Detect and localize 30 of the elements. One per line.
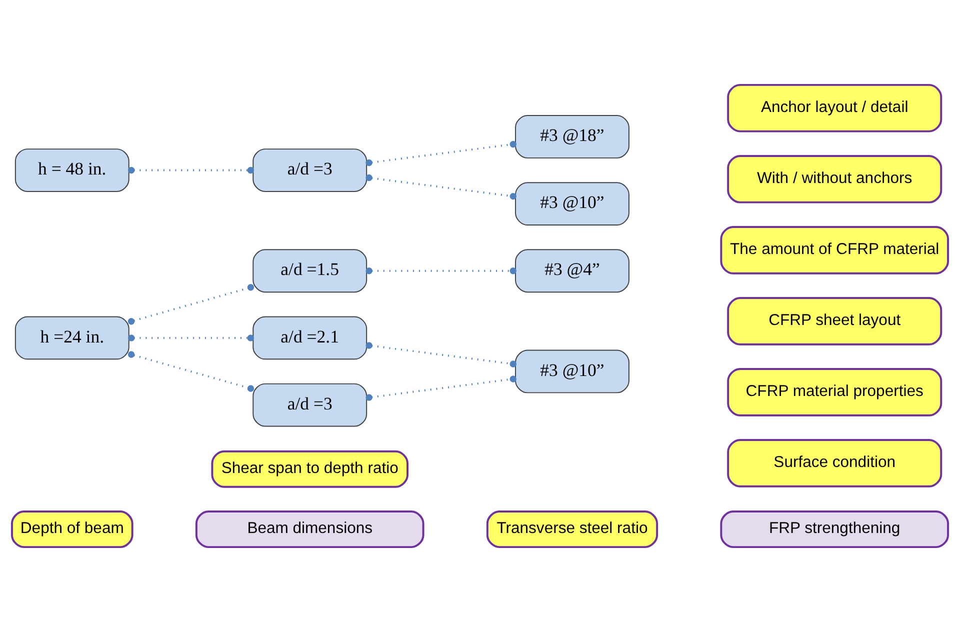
node-box: CFRP material properties bbox=[727, 368, 942, 416]
node-box: The amount of CFRP material bbox=[720, 226, 950, 274]
node-box: #3 @10” bbox=[515, 182, 630, 226]
connector bbox=[366, 140, 516, 166]
connector bbox=[366, 174, 516, 200]
connector bbox=[366, 342, 516, 368]
node-box: a/d =3 bbox=[252, 148, 368, 192]
connector bbox=[128, 334, 254, 342]
connector bbox=[128, 351, 254, 392]
node-box: Anchor layout / detail bbox=[727, 84, 942, 132]
node-box: Transverse steel ratio bbox=[486, 510, 658, 548]
node-box: h =24 in. bbox=[14, 316, 130, 360]
node-box: #3 @18” bbox=[515, 115, 630, 158]
connector bbox=[366, 268, 516, 274]
node-box: Beam dimensions bbox=[195, 510, 424, 548]
connector bbox=[128, 284, 254, 325]
node-box: a/d =3 bbox=[252, 383, 368, 427]
node-box: #3 @4” bbox=[515, 249, 630, 293]
node-box: Surface condition bbox=[727, 439, 942, 488]
connector bbox=[128, 166, 254, 174]
node-box: Shear span to depth ratio bbox=[211, 450, 408, 488]
node-box: With / without anchors bbox=[727, 154, 942, 204]
node-box: a/d =1.5 bbox=[252, 249, 368, 293]
connector bbox=[366, 376, 516, 401]
node-box: FRP strengthening bbox=[720, 510, 950, 548]
node-box: CFRP sheet layout bbox=[727, 297, 942, 346]
node-box: a/d =2.1 bbox=[252, 316, 368, 360]
node-box: #3 @10” bbox=[515, 350, 630, 394]
node-box: h = 48 in. bbox=[14, 148, 130, 192]
node-box: Depth of beam bbox=[10, 510, 134, 548]
